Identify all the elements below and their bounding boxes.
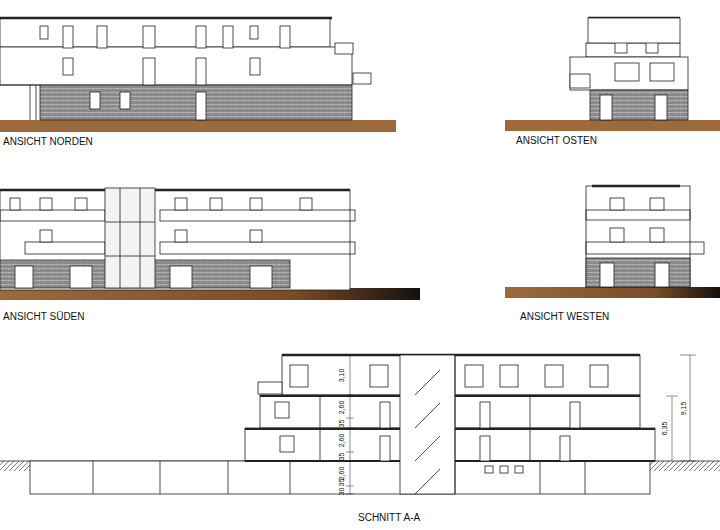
dimension-label: 2,60 — [339, 433, 346, 447]
dimension-label: 6,35 — [662, 421, 669, 435]
view-title: SCHNITT A-A — [358, 513, 420, 523]
view-title: ANSICHT NORDEN — [3, 137, 93, 147]
dimension-label: 2,60 — [339, 466, 346, 480]
dimension-label: 9,15 — [681, 401, 688, 415]
dimension-label: 2,60 — [339, 400, 346, 414]
dimension-label: 35 — [338, 452, 345, 460]
view-title: ANSICHT WESTEN — [520, 312, 609, 322]
dimension-label: 35 — [338, 478, 345, 486]
dimension-label: 3,10 — [339, 368, 346, 382]
dimension-label: 30 — [338, 487, 345, 495]
view-title: ANSICHT OSTEN — [516, 136, 597, 146]
view-title: ANSICHT SÜDEN — [3, 312, 85, 322]
dimension-label: 35 — [338, 419, 345, 427]
